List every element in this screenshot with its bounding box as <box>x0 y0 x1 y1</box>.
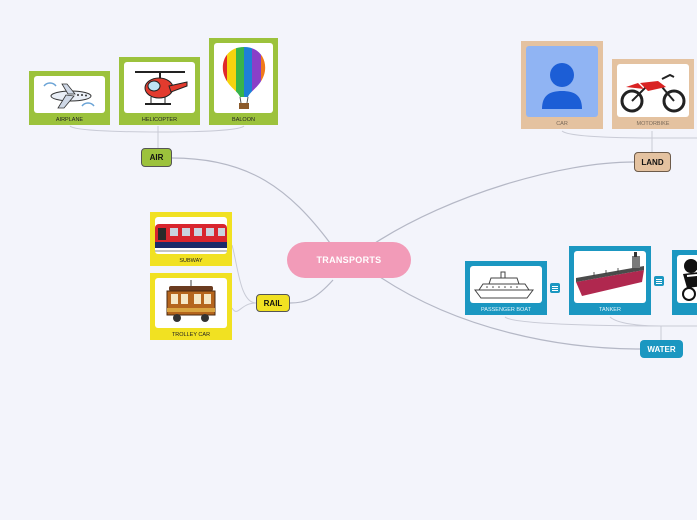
motorbike-icon <box>617 64 689 117</box>
branch-land[interactable]: LAND <box>634 152 671 172</box>
card-balloon[interactable]: BALOON <box>209 38 278 125</box>
card-helicopter[interactable]: HELICOPTER <box>119 57 200 125</box>
link-root-land <box>374 161 635 244</box>
card-car[interactable]: CAR <box>521 41 603 129</box>
root-topic[interactable]: TRANSPORTS <box>287 242 411 278</box>
helicopter-icon <box>124 62 195 113</box>
link-root-water <box>379 276 641 350</box>
card-caption: SUBWAY <box>179 258 203 264</box>
card-caption: BALOON <box>232 117 255 123</box>
link-root-air <box>171 157 331 244</box>
note-icon[interactable] <box>550 283 560 293</box>
card-caption: PASSENGER BOAT <box>481 307 531 313</box>
card-caption: MOTORBIKE <box>636 121 670 127</box>
link-air-items <box>69 125 245 148</box>
subway-train-icon <box>155 217 227 254</box>
card-passenger-boat[interactable]: PASSENGER BOAT <box>465 261 547 315</box>
card-caption: AIRPLANE <box>55 117 84 123</box>
card-caption: TANKER <box>599 307 621 313</box>
card-caption: CAR <box>556 121 568 127</box>
branch-water[interactable]: WATER <box>640 340 683 358</box>
person-placeholder-icon <box>526 46 598 117</box>
card-motorbike[interactable]: MOTORBIKE <box>612 59 694 129</box>
link-rail-items <box>231 244 257 312</box>
passenger-boat-icon <box>470 266 542 303</box>
airplane-icon <box>34 76 105 113</box>
card-water-third[interactable] <box>672 250 697 315</box>
card-airplane[interactable]: AIRPLANE <box>29 71 110 125</box>
link-land-items <box>561 130 697 152</box>
card-subway[interactable]: SUBWAY <box>150 212 232 266</box>
branch-air[interactable]: AIR <box>141 148 172 167</box>
link-root-rail <box>289 279 334 304</box>
card-caption: HELICOPTER <box>141 117 178 123</box>
tanker-ship-icon <box>574 251 646 303</box>
motorcycle-racer-icon <box>677 255 697 303</box>
link-water-items <box>504 316 697 340</box>
card-tanker[interactable]: TANKER <box>569 246 651 315</box>
branch-rail[interactable]: RAIL <box>256 294 290 312</box>
card-caption: TROLLEY CAR <box>171 332 211 338</box>
card-trolley-car[interactable]: TROLLEY CAR <box>150 273 232 340</box>
hot-air-balloon-icon <box>214 43 273 113</box>
note-icon[interactable] <box>654 276 664 286</box>
trolley-car-icon <box>155 278 227 328</box>
